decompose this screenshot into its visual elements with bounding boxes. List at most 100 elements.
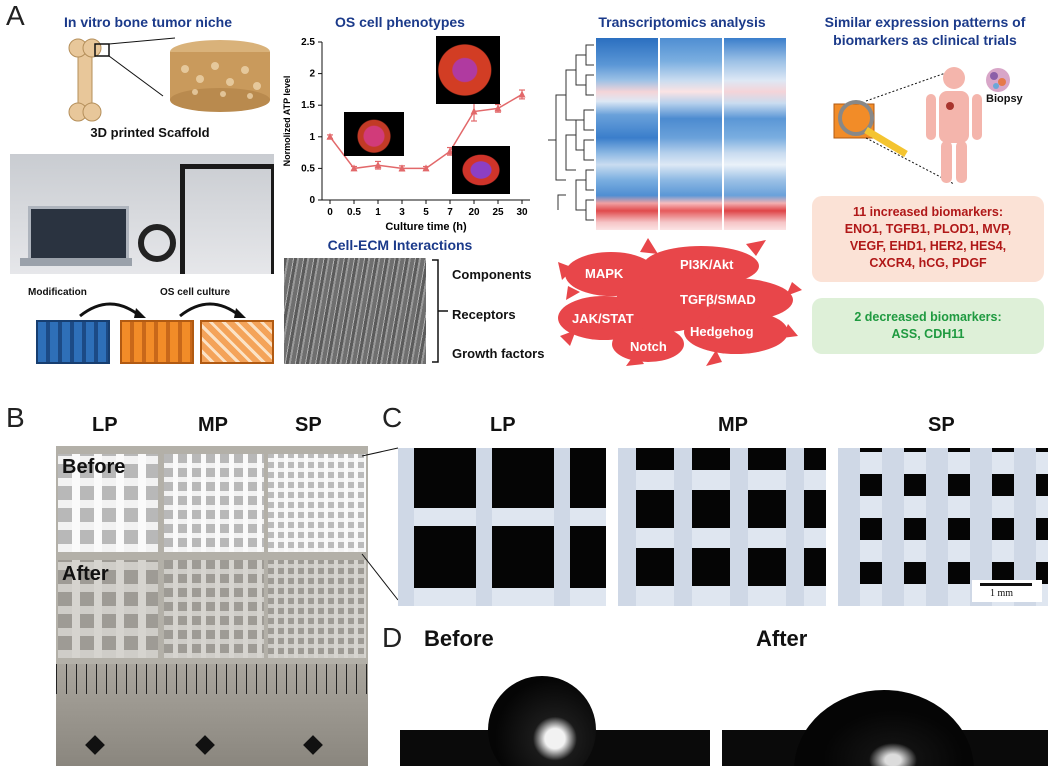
modification-arrows — [79, 302, 246, 318]
transcriptomics-title: Transcriptomics analysis — [598, 14, 766, 30]
phenotypes-title: OS cell phenotypes — [335, 14, 465, 30]
c-col-sp: SP — [928, 414, 955, 436]
scaffold-magnifier-icon — [833, 100, 908, 158]
ecm-title: Cell-ECM Interactions — [327, 237, 473, 253]
data-point — [374, 161, 382, 169]
panel-letter-d: D — [382, 622, 403, 653]
b-col-mp: MP — [198, 414, 228, 436]
panel-letter-a: A — [6, 0, 25, 31]
dendrogram — [548, 44, 594, 221]
x-tick-label: 30 — [516, 207, 528, 218]
after-sp-scaffold — [268, 560, 366, 658]
y-tick-label: 2.5 — [301, 37, 315, 48]
ecm-bracket — [432, 259, 448, 363]
trabecular-bone-sample — [170, 40, 270, 112]
x-tick-label: 0 — [327, 207, 333, 218]
decreased-biomarkers-list: ASS, CDH11 — [891, 327, 965, 341]
human-body-icon — [926, 67, 982, 183]
zoom-lines — [361, 447, 399, 601]
before-lp-scaffold — [58, 454, 158, 552]
scaffold-photo — [56, 446, 368, 766]
ruler — [56, 664, 368, 766]
micrograph-lp — [398, 448, 606, 606]
y-tick-label: 1 — [309, 132, 315, 143]
after-mp-scaffold — [164, 560, 264, 658]
pathway-jak-stat: JAK/STAT — [572, 311, 634, 326]
bone-illustration — [68, 37, 270, 122]
x-tick-label: 25 — [492, 207, 504, 218]
d-before-label: Before — [424, 626, 494, 651]
water-droplet-before — [488, 676, 596, 766]
scaffold-cube-blue — [36, 320, 110, 364]
x-tick-label: 1 — [375, 207, 381, 218]
x-tick-label: 7 — [447, 207, 453, 218]
pathway-tgfb-smad: TGFβ/SMAD — [680, 292, 756, 307]
clinical-title-line1: Similar expression patterns of — [824, 14, 1026, 30]
pathway-hedgehog: Hedgehog — [690, 324, 754, 339]
cell-image-2 — [436, 36, 500, 104]
increased-biomarkers-box: 11 increased biomarkers: ENO1, TGFB1, PL… — [812, 196, 1044, 282]
data-point — [446, 147, 454, 155]
data-point — [518, 90, 526, 98]
x-axis-label: Culture time (h) — [385, 221, 467, 233]
c-col-mp: MP — [718, 414, 748, 436]
scaffold-cube-orange — [120, 320, 194, 364]
cell-image-3 — [452, 146, 510, 194]
pathway-mapk: MAPK — [585, 266, 624, 281]
micrograph-mp — [618, 448, 826, 606]
water-droplet-after — [794, 690, 974, 766]
scale-bar — [980, 583, 1032, 586]
increased-biomarkers-line: CXCR4, hCG, PDGF — [869, 256, 987, 270]
contact-angle-before — [400, 660, 710, 766]
x-tick-label: 5 — [423, 207, 429, 218]
y-tick-label: 0 — [309, 195, 315, 206]
c-col-lp: LP — [490, 414, 516, 436]
biopsy-cells-icon — [986, 68, 1010, 92]
niche-title: In vitro bone tumor niche — [63, 14, 232, 30]
micrograph-sp — [838, 448, 1048, 606]
data-point — [350, 164, 358, 172]
y-tick-label: 1.5 — [301, 100, 315, 111]
after-lp-scaffold — [58, 560, 158, 658]
y-tick-label: 0.5 — [301, 163, 315, 174]
pathway-pi3k-akt: PI3K/Akt — [680, 257, 734, 272]
clinical-title-line2: biomarkers as clinical trials — [833, 32, 1017, 48]
before-label: Before — [62, 456, 126, 478]
contact-angle-after — [722, 660, 1048, 766]
y-tick-label: 2 — [309, 69, 315, 80]
cell-image-1 — [344, 112, 404, 156]
d-after-label: After — [756, 626, 808, 651]
biopsy-label: Biopsy — [986, 93, 1023, 105]
x-tick-label: 0.5 — [347, 207, 361, 218]
data-point — [494, 104, 502, 112]
pathway-notch: Notch — [630, 339, 667, 354]
ecm-sem-image — [284, 258, 426, 364]
x-tick-label: 20 — [468, 207, 480, 218]
before-mp-scaffold — [164, 454, 264, 552]
ecm-item-receptors: Receptors — [452, 307, 516, 322]
data-point — [398, 164, 406, 172]
b-col-sp: SP — [295, 414, 322, 436]
printer-image — [180, 164, 274, 274]
b-col-lp: LP — [92, 414, 118, 436]
ecm-item-growth-factors: Growth factors — [452, 346, 545, 361]
modification-label: Modification — [28, 287, 87, 298]
increased-biomarkers-line: VEGF, EHD1, HER2, HES4, — [849, 239, 1007, 253]
increased-biomarkers-line: ENO1, TGFB1, PLOD1, MVP, — [844, 222, 1012, 236]
data-point — [470, 107, 478, 115]
data-point — [326, 132, 334, 140]
panel-letter-c: C — [382, 402, 403, 433]
x-tick-label: 3 — [399, 207, 405, 218]
culture-label: OS cell culture — [160, 287, 231, 298]
after-label: After — [62, 563, 109, 585]
panel-letter-b: B — [6, 402, 25, 433]
before-sp-scaffold — [268, 454, 366, 552]
scale-bar-label: 1 mm — [990, 588, 1014, 599]
ecm-item-components: Components — [452, 267, 532, 282]
increased-biomarkers-heading: 11 increased biomarkers: — [852, 205, 1004, 219]
femur-bone-icon — [68, 38, 102, 122]
y-axis-label: Normolized ATP level — [282, 76, 292, 167]
scaffold-label: 3D printed Scaffold — [90, 125, 210, 140]
biopsy-illustration — [833, 67, 1010, 185]
data-point — [422, 164, 430, 172]
